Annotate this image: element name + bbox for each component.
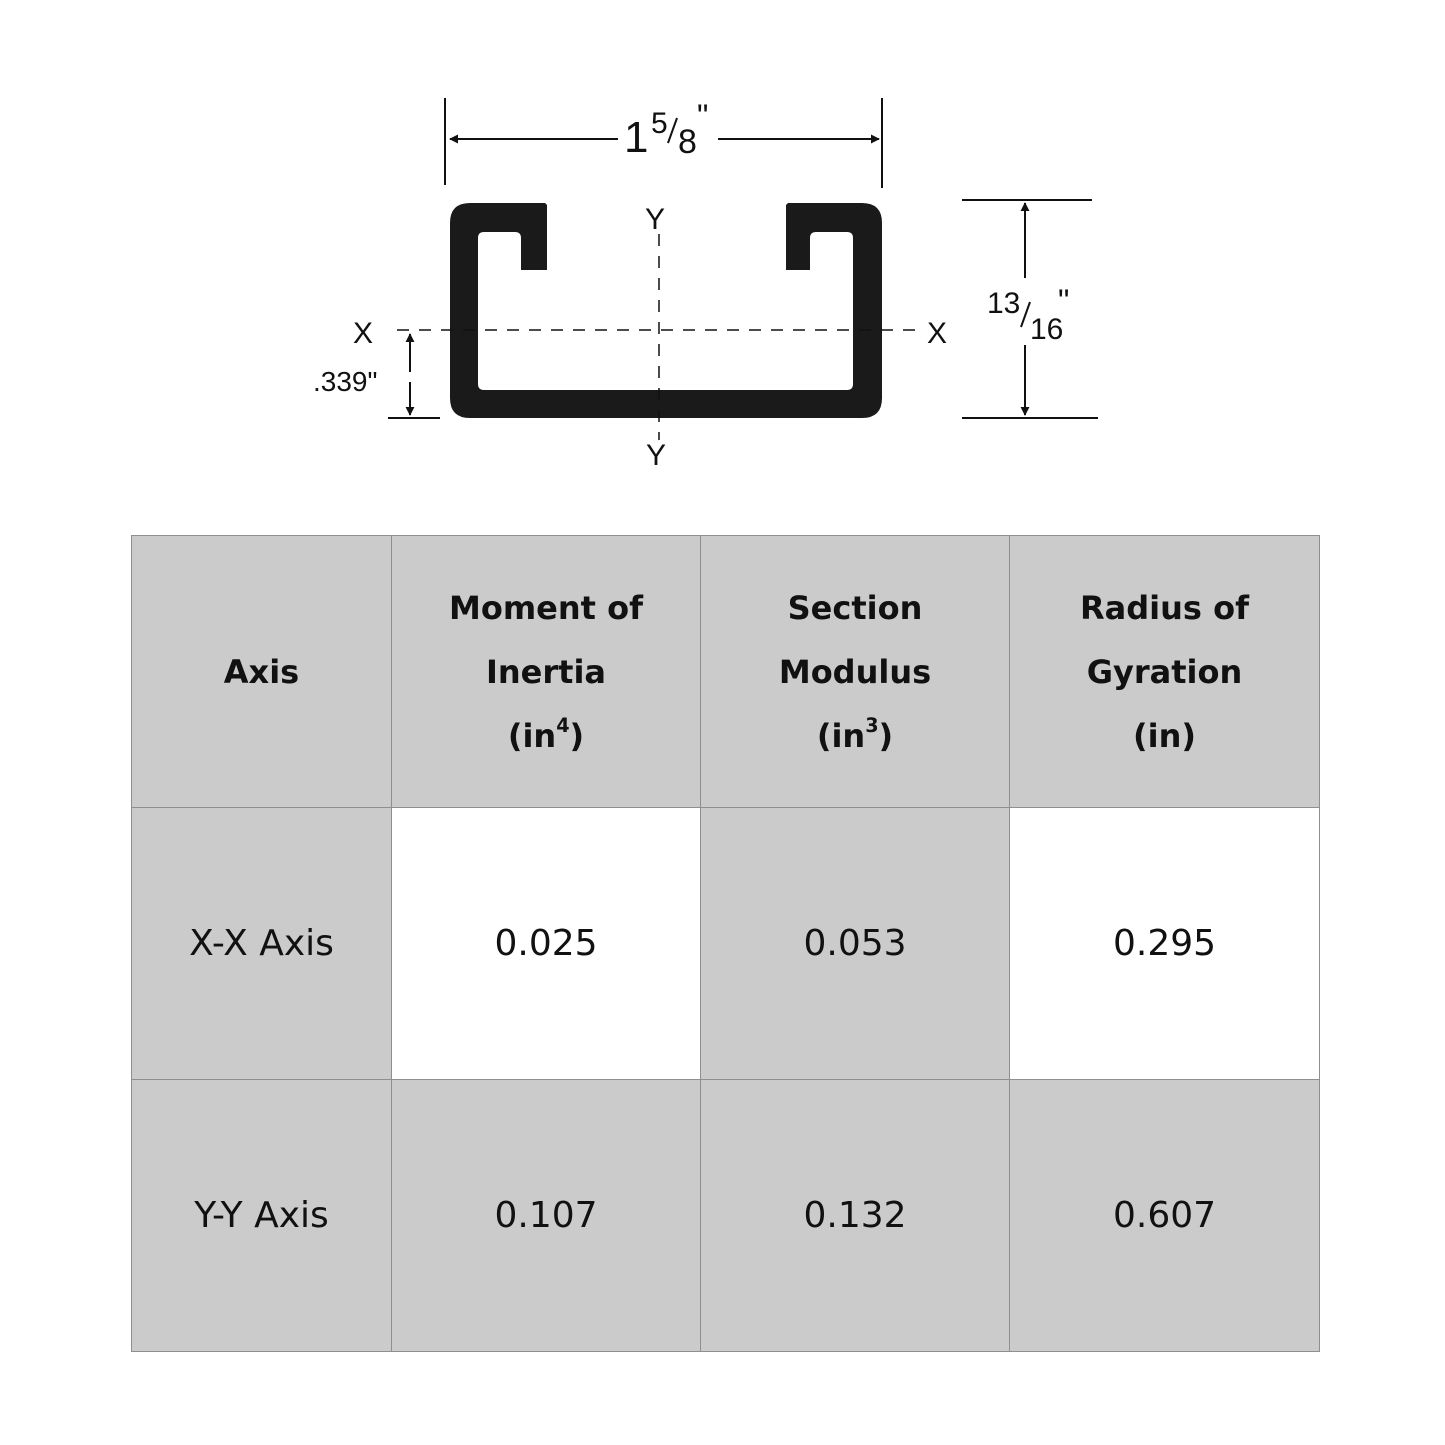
header-rog-unit: (in)	[1133, 716, 1196, 755]
header-axis: Axis	[131, 535, 392, 808]
header-sm-unit-pre: (in	[816, 716, 866, 755]
width-label-denominator: 8	[678, 123, 697, 161]
cell-moment-of-inertia: 0.025	[391, 807, 701, 1080]
cell-axis: Y-Y Axis	[131, 1079, 392, 1352]
header-moi-line1: Moment of	[449, 588, 643, 627]
cell-moment-of-inertia: 0.107	[391, 1079, 701, 1352]
cell-section-modulus: 0.053	[700, 807, 1010, 1080]
channel-profile	[450, 203, 882, 418]
cell-radius-of-gyration: 0.295	[1009, 807, 1320, 1080]
axis-y-top-label: Y	[645, 203, 665, 236]
header-moi-unit-post: )	[569, 716, 585, 755]
header-rog-line2: Gyration	[1086, 652, 1243, 691]
width-label-numerator: 5	[651, 107, 668, 140]
width-label-whole: 1	[624, 113, 648, 162]
header-rog-line1: Radius of	[1080, 588, 1249, 627]
table-row-xx: X-X Axis 0.025 0.053 0.295	[131, 807, 1320, 1080]
cell-radius-of-gyration: 0.607	[1009, 1079, 1320, 1352]
width-label-inch-mark: "	[697, 98, 708, 134]
height-label-numerator: 13	[987, 287, 1020, 320]
height-label-denominator: 16	[1030, 313, 1063, 346]
header-axis-label: Axis	[223, 652, 300, 691]
section-properties-table: Axis Moment of Inertia (in4) Section Mod…	[131, 535, 1320, 1352]
header-sm-unit-post: )	[878, 716, 894, 755]
header-moi-unit: (in4)	[392, 704, 700, 768]
header-moi-unit-pre: (in	[507, 716, 557, 755]
axis-y-bottom-label: Y	[646, 439, 666, 472]
height-label-fraction-bar	[1020, 301, 1031, 328]
header-row: Axis Moment of Inertia (in4) Section Mod…	[131, 535, 1320, 808]
channel-cross-section-diagram: 1 5 8 " 13 16 " Y Y X X .339"	[313, 98, 1098, 472]
header-section-modulus: Section Modulus (in3)	[700, 535, 1010, 808]
header-sm-line1: Section	[787, 588, 923, 627]
cell-section-modulus: 0.132	[700, 1079, 1010, 1352]
axis-x-right-label: X	[927, 317, 947, 350]
header-sm-line2: Modulus	[778, 652, 932, 691]
header-moi-line2: Inertia	[485, 652, 607, 691]
height-label-inch-mark: "	[1058, 283, 1069, 319]
header-moment-of-inertia: Moment of Inertia (in4)	[391, 535, 701, 808]
header-moi-unit-sup: 4	[556, 713, 570, 737]
width-label-fraction-bar	[667, 117, 678, 144]
header-sm-unit: (in3)	[701, 704, 1009, 768]
table-row-yy: Y-Y Axis 0.107 0.132 0.607	[131, 1079, 1320, 1352]
cell-axis: X-X Axis	[131, 807, 392, 1080]
axis-x-left-label: X	[353, 317, 373, 350]
header-sm-unit-sup: 3	[865, 713, 879, 737]
offset-label: .339"	[313, 366, 377, 397]
header-radius-of-gyration: Radius of Gyration (in)	[1009, 535, 1320, 808]
